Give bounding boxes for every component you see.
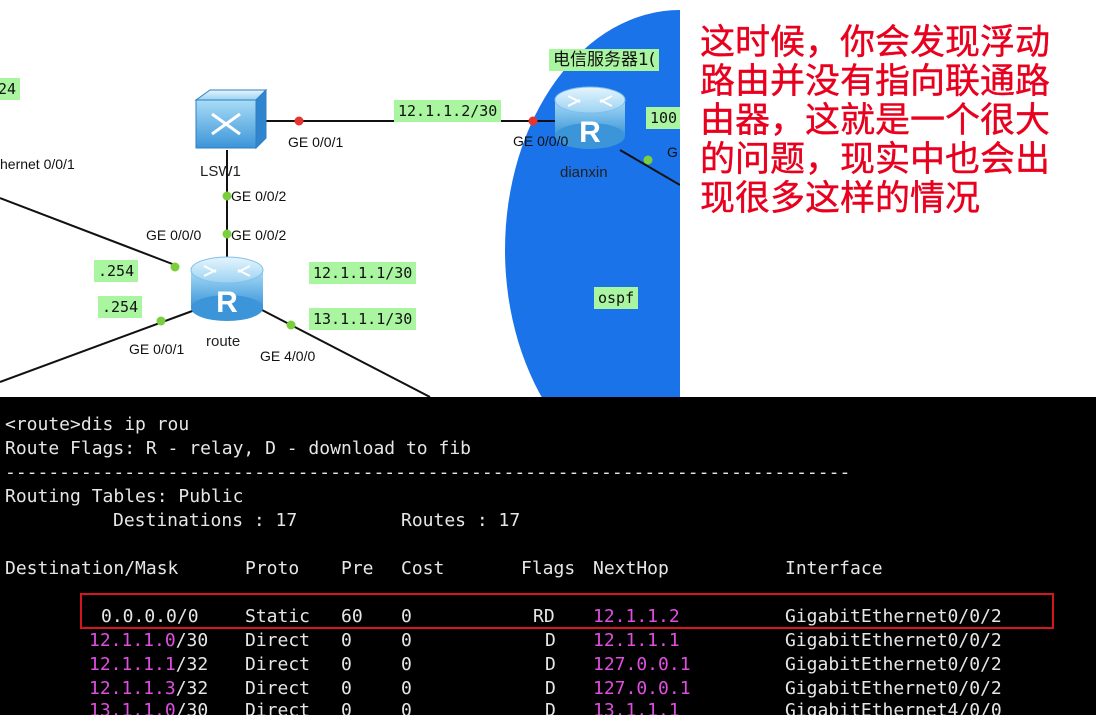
router-dianxin-icon[interactable]: R [554,86,626,149]
row4-destination-mask: /30 [175,700,209,715]
router-name: route [206,333,241,350]
link-dianxin-right [619,149,680,186]
route-ge000-label: GE 0/0/0 [146,227,202,243]
row2-nexthop: 127.0.0.1 [593,654,691,675]
left-interface-label: hernet 0/0/1 [0,156,75,172]
row1-proto: Direct [245,630,311,651]
row3-pre: 0 [341,678,352,699]
dianxin-ge000-label: GE 0/0/0 [513,133,569,149]
row3-nexthop: 127.0.0.1 [593,678,691,699]
col-header-flags: Flags [521,558,576,579]
link-dot [222,229,232,239]
destinations-count: Destinations : 17 [113,510,298,531]
route-ge002-label: GE 0/0/2 [231,227,287,243]
col-header-pre: Pre [341,558,374,579]
link-left-top [0,197,176,266]
dianxin-g-label: G [667,144,678,160]
sw-ge002-label: GE 0/0/2 [231,188,287,204]
separator-line: ----------------------------------------… [5,462,851,483]
row1-cost: 0 [401,630,412,651]
row1-nexthop: 12.1.1.1 [593,630,680,651]
link-dot [222,191,232,201]
row0-interface: GigabitEthernet0/0/2 [785,606,1002,627]
row0-flags: RD [533,606,555,627]
routing-tables-line: Routing Tables: Public [5,486,244,507]
link-dot [286,320,296,330]
row0-proto: Static [245,606,311,627]
router-route-letter: R [216,286,238,319]
row3-destination: 12.1.1.3/32 [89,677,208,701]
switch-lsw1-icon[interactable] [194,88,268,150]
command-line: <route>dis ip rou [5,414,190,435]
router-dianxin-letter: R [579,116,601,149]
ip-tag-13-1-1-1: 13.1.1.1/30 [309,308,417,330]
ip-tag-254-b: .254 [98,296,143,318]
annotation-panel: 这时候，你会发现浮动路由并没有指向联通路由器，这就是一个很大的问题，现实中也会出… [680,0,1096,397]
dianxin-name: dianxin [560,164,608,181]
routes-count: Routes : 17 [401,510,521,531]
route-ge001-label: GE 0/0/1 [129,341,185,357]
row0-destination: 0.0.0.0/0 [101,606,199,627]
row1-flags: D [545,630,556,651]
router-route-icon[interactable]: R [190,256,264,321]
network-topology-canvas: R R 24 hernet 0/0/1 GE 0/0/1 LSW1 GE 0/0… [0,0,680,397]
row2-destination: 12.1.1.1/32 [89,653,208,677]
row2-interface: GigabitEthernet0/0/2 [785,654,1002,675]
row4-destination-ip: 13.1.1.0 [89,700,176,715]
col-header-proto: Proto [245,558,300,579]
row3-destination-ip: 12.1.1.3 [89,678,176,699]
row3-flags: D [545,678,556,699]
row2-destination-ip: 12.1.1.1 [89,654,176,675]
row4-destination: 13.1.1.0/30 [89,699,208,715]
row2-flags: D [545,654,556,675]
switch-name: LSW1 [200,163,241,180]
default-route-highlight [80,593,1054,629]
link-dot [643,155,653,165]
ospf-area-tag: ospf [594,287,639,309]
col-header-interface: Interface [785,558,883,579]
row1-destination: 12.1.1.0/30 [89,629,208,653]
row4-proto: Direct [245,700,311,715]
row1-destination-mask: /30 [175,630,209,651]
row3-proto: Direct [245,678,311,699]
col-header-cost: Cost [401,558,445,579]
row1-interface: GigabitEthernet0/0/2 [785,630,1002,651]
row4-cost: 0 [401,700,412,715]
ip-tag-100: 100 [646,107,680,129]
row0-nexthop: 12.1.1.2 [593,606,680,627]
topology-drawing: R R [0,10,680,397]
route-ge400-label: GE 4/0/0 [260,348,316,364]
sw-ge001-label: GE 0/0/1 [288,134,344,150]
row1-destination-ip: 12.1.1.0 [89,630,176,651]
row2-destination-mask: /32 [175,654,209,675]
row3-cost: 0 [401,678,412,699]
route-flags-line: Route Flags: R - relay, D - download to … [5,438,471,459]
row3-interface: GigabitEthernet0/0/2 [785,678,1002,699]
row0-pre: 60 [341,606,363,627]
ip-tag-12-1-1-1: 12.1.1.1/30 [309,262,417,284]
row0-cost: 0 [401,606,412,627]
row4-nexthop: 13.1.1.1 [593,700,680,715]
col-header-nexthop: NextHop [593,558,669,579]
ip-tag-254-a: .254 [94,260,139,282]
row2-cost: 0 [401,654,412,675]
row4-flags: D [545,700,556,715]
row3-destination-mask: /32 [175,678,209,699]
terminal-window[interactable]: <route>dis ip rou Route Flags: R - relay… [0,397,1096,715]
row2-proto: Direct [245,654,311,675]
row4-interface: GigabitEthernet4/0/0 [785,700,1002,715]
annotation-text: 这时候，你会发现浮动路由并没有指向联通路由器，这就是一个很大的问题，现实中也会出… [700,23,1051,219]
link-dot [156,316,166,326]
link-dot [170,262,180,272]
ip-tag-12-1-1-2: 12.1.1.2/30 [394,100,502,122]
col-header-destination: Destination/Mask [5,558,179,579]
link-dot [528,116,538,126]
left-top-tag: 24 [0,78,21,100]
link-dot [294,116,304,126]
row1-pre: 0 [341,630,352,651]
telecom-server-tag: 电信服务器1( [549,49,660,71]
row2-pre: 0 [341,654,352,675]
row4-pre: 0 [341,700,352,715]
